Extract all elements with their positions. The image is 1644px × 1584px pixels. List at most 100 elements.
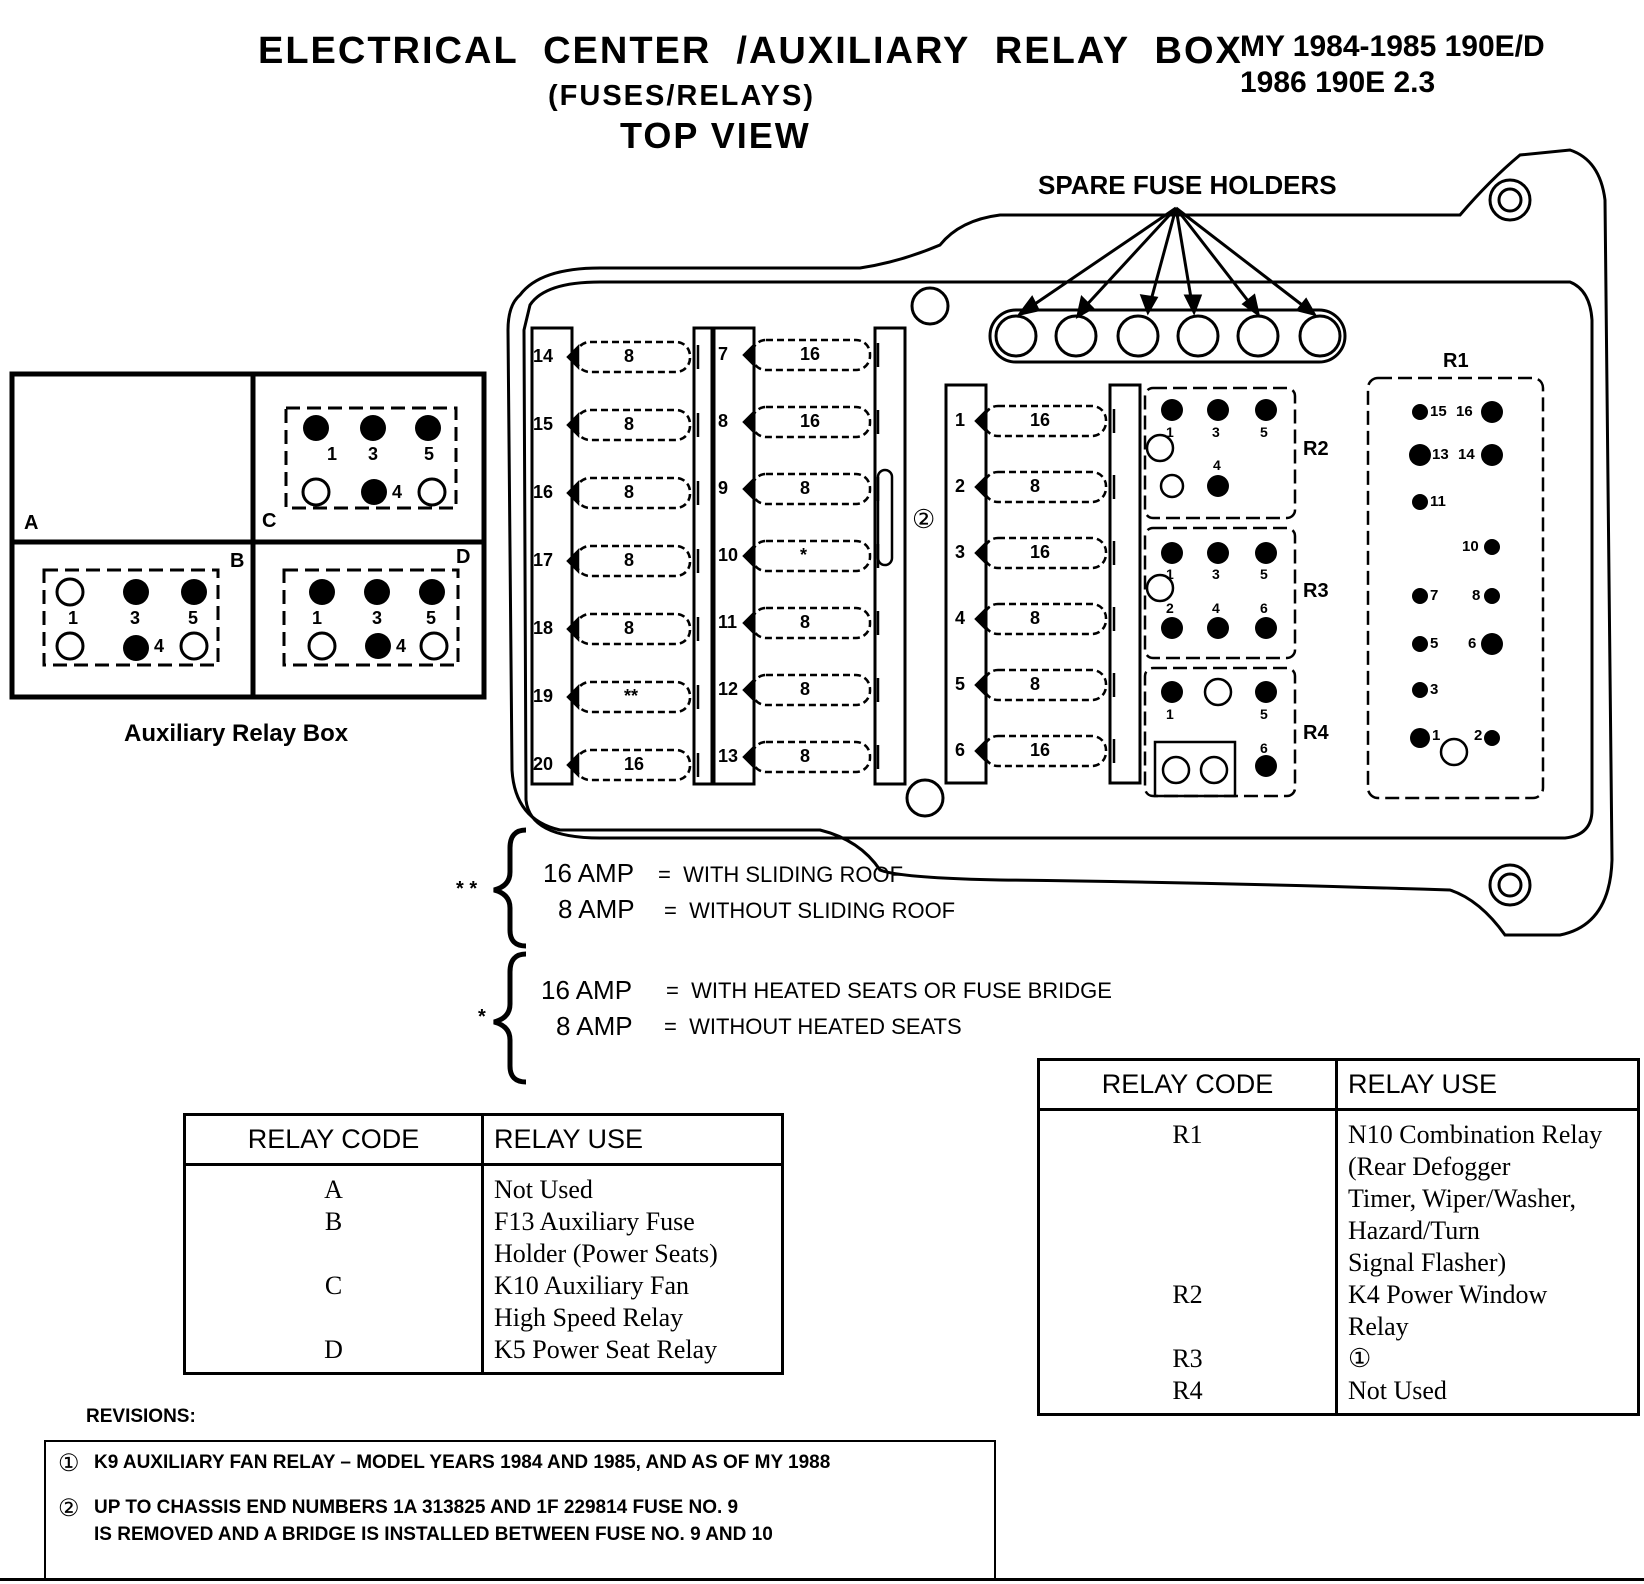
relay-use-cell: Relay — [1348, 1312, 1409, 1341]
spare-arrows — [1016, 206, 1318, 319]
single-star-marker: * — [478, 1006, 486, 1028]
fuse-body — [982, 470, 1108, 504]
fuse-terminal — [974, 605, 988, 633]
r4-socket — [1153, 740, 1237, 798]
fuse-body — [982, 668, 1108, 702]
fuse-terminal — [974, 671, 988, 699]
table-row: Signal Flasher) — [1038, 1247, 1639, 1279]
fuse-number: 15 — [533, 414, 554, 434]
table-row: B F13 Auxiliary Fuse — [184, 1206, 783, 1238]
aux-c-pins — [301, 415, 447, 507]
relay-use-cell: F13 Auxiliary Fuse — [494, 1207, 695, 1236]
revision-1-text: K9 AUXILIARY FAN RELAY – MODEL YEARS 198… — [94, 1452, 831, 1473]
fuse-amperage: 8 — [800, 478, 811, 498]
r1-pin-label: 14 — [1458, 446, 1475, 463]
model-year-line-1: MY 1984-1985 190E/D — [1240, 30, 1545, 63]
note-heated-seats-16-text: = WITH HEATED SEATS OR FUSE BRIDGE — [666, 978, 1112, 1003]
revision-1-marker: ① — [58, 1450, 80, 1477]
fuse-number: 5 — [955, 674, 966, 694]
aux-c-pin-label: 1 — [327, 444, 338, 464]
aux-b-pins — [55, 577, 209, 661]
relay-r4-frame — [1143, 666, 1297, 798]
fuse-amperage: 8 — [624, 618, 635, 638]
fuse-number: 12 — [718, 679, 739, 699]
aux-b-pin-label: 1 — [68, 608, 79, 628]
spare-fuse-holder — [1176, 314, 1220, 358]
aux-cell-c-label: C — [262, 510, 277, 532]
spare-fuse-holder — [1054, 314, 1098, 358]
column-header-relay-code: RELAY CODE — [184, 1114, 484, 1166]
r1-pin-label: 6 — [1468, 635, 1477, 652]
r1-pin-label: 8 — [1472, 587, 1481, 604]
relay-code-cell — [1038, 1247, 1338, 1279]
r3-pin-label: 6 — [1260, 600, 1268, 616]
table-row: Hazard/Turn — [1038, 1215, 1639, 1247]
fuse-terminal — [742, 475, 756, 503]
relay-code-cell — [184, 1238, 484, 1270]
r3-pin-label: 4 — [1212, 600, 1220, 616]
r1-pin-label: 11 — [1430, 493, 1446, 510]
fuse-terminal — [974, 737, 988, 765]
aux-c-pin-label: 3 — [368, 444, 379, 464]
model-year-line-2: 1986 190E 2.3 — [1240, 66, 1436, 99]
table-row: High Speed Relay — [184, 1302, 783, 1334]
fuse-amperage: 8 — [800, 612, 811, 632]
fuse-terminal — [566, 751, 580, 779]
fuse-body — [982, 602, 1108, 636]
spare-fuse-holder — [994, 314, 1038, 358]
aux-b-frame — [42, 568, 220, 667]
aux-d-pin-label: 1 — [312, 608, 323, 628]
relay-code-cell: C — [184, 1270, 484, 1302]
fuse-terminal — [974, 407, 988, 435]
relay-r2-pins — [1145, 399, 1277, 499]
fuse-number: 17 — [533, 550, 554, 570]
fuse-terminal — [742, 676, 756, 704]
r1-pin-label: 3 — [1430, 681, 1439, 698]
fuse-amperage: 8 — [624, 414, 635, 434]
fuse-amperage: ** — [624, 686, 639, 706]
table-row: Timer, Wiper/Washer, — [1038, 1183, 1639, 1215]
relay-code-cell — [1038, 1151, 1338, 1183]
relay-label-r1: R1 — [1443, 350, 1469, 372]
relay-r4-pins — [1161, 677, 1277, 777]
relay-use-cell: ① — [1348, 1344, 1372, 1373]
relay-code-cell — [1038, 1311, 1338, 1343]
relay-code-cell: B — [184, 1206, 484, 1238]
relay-code-cell — [1038, 1215, 1338, 1247]
aux-d-pins — [307, 579, 449, 661]
fuse-body — [750, 606, 872, 640]
brace-double-star — [493, 827, 527, 949]
aux-cell-a-label: A — [24, 512, 39, 534]
double-star-marker: * * — [456, 878, 478, 900]
r2-pin-label: 5 — [1260, 424, 1268, 440]
fuse-amperage: 16 — [800, 411, 821, 431]
spare-fuse-holders-label: SPARE FUSE HOLDERS — [1038, 170, 1337, 200]
aux-d-frame — [282, 568, 460, 667]
fuse-amperage: 16 — [624, 754, 645, 774]
note-sliding-roof-8-amp: 8 AMP — [558, 894, 635, 924]
r1-pin-label: 13 — [1432, 446, 1449, 463]
fuse-number: 16 — [533, 482, 554, 502]
relay-code-cell: A — [184, 1164, 484, 1206]
fuse-amperage: 16 — [1030, 740, 1051, 760]
relay-code-cell: R2 — [1038, 1279, 1338, 1311]
relay-use-cell: N10 Combination Relay — [1348, 1120, 1603, 1149]
column-header-relay-use: RELAY USE — [1336, 1059, 1639, 1111]
relay-code-cell: D — [184, 1334, 484, 1374]
table-row: Relay — [1038, 1311, 1639, 1343]
r4-pin-label: 1 — [1166, 706, 1174, 722]
fuse-number: 8 — [718, 411, 729, 431]
inner-tray — [522, 280, 1594, 840]
aux-box-caption: Auxiliary Relay Box — [124, 720, 349, 747]
r4-pin-label: 6 — [1260, 740, 1268, 756]
fuse-terminal — [742, 609, 756, 637]
relay-use-cell: Holder (Power Seats) — [494, 1239, 718, 1268]
aux-c-pin-label: 4 — [392, 482, 403, 502]
relay-r1-pins — [1409, 401, 1503, 767]
fuse-amperage: 16 — [1030, 410, 1051, 430]
